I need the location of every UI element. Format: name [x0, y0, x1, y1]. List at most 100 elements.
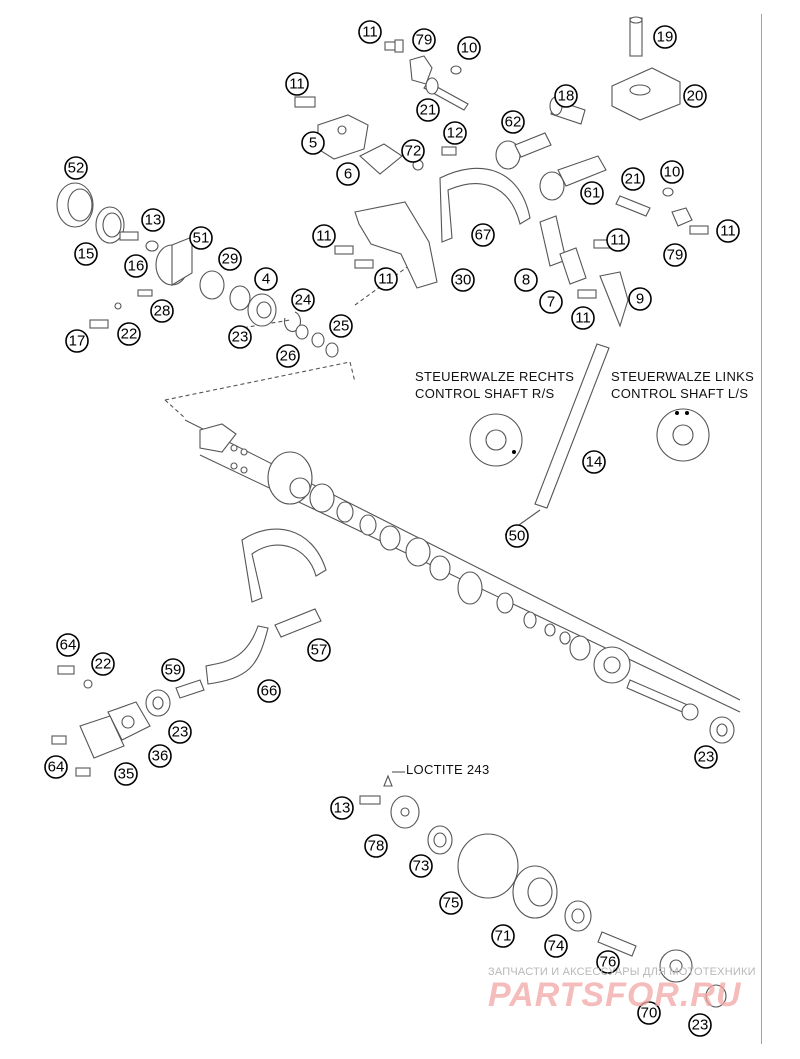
cam-61: [539, 155, 607, 201]
svg-text:12: 12: [447, 125, 464, 142]
svg-text:76: 76: [600, 954, 617, 971]
gear-78: [390, 795, 420, 829]
callout-5: 5: [301, 131, 325, 155]
shaft-axis: [184, 419, 741, 713]
pin-21-right: [615, 195, 651, 217]
pin-12: [441, 146, 457, 156]
svg-text:6: 6: [344, 166, 352, 183]
callout-11: 11: [374, 267, 398, 291]
callout-24: 24: [291, 288, 315, 312]
ring-4: [229, 285, 251, 311]
callout-76: 76: [596, 950, 620, 974]
svg-text:21: 21: [420, 102, 437, 119]
svg-text:50: 50: [509, 528, 526, 545]
callout-4: 4: [254, 267, 278, 291]
callout-29: 29: [218, 247, 242, 271]
cover-71: [512, 865, 558, 919]
svg-text:11: 11: [316, 228, 332, 245]
svg-text:8: 8: [522, 272, 530, 289]
svg-text:22: 22: [121, 326, 138, 343]
svg-text:11: 11: [289, 76, 305, 93]
callout-8: 8: [514, 268, 538, 292]
callout-25: 25: [329, 314, 353, 338]
callout-13: 13: [141, 208, 165, 232]
svg-text:22: 22: [95, 656, 112, 673]
bolt-11-right: [689, 225, 709, 235]
callout-26: 26: [276, 344, 300, 368]
guide-lower: [241, 528, 327, 603]
control-shaft-right-de: STEUERWALZE RECHTS: [415, 369, 575, 384]
svg-text:59: 59: [165, 662, 182, 679]
svg-text:18: 18: [558, 88, 575, 105]
svg-text:21: 21: [625, 171, 642, 188]
callout-50: 50: [505, 524, 529, 548]
callout-6: 6: [336, 162, 360, 186]
svg-text:23: 23: [172, 724, 189, 741]
svg-text:23: 23: [232, 329, 249, 346]
control-shaft-left-label: STEUERWALZE LINKS CONTROL SHAFT L/S: [611, 368, 754, 402]
svg-text:79: 79: [416, 32, 433, 49]
callout-12: 12: [443, 121, 467, 145]
svg-text:64: 64: [48, 759, 65, 776]
svg-text:11: 11: [720, 223, 736, 240]
shaft-assembly-50: [199, 423, 699, 721]
svg-text:13: 13: [334, 800, 351, 817]
callout-59: 59: [161, 658, 185, 682]
svg-text:66: 66: [261, 683, 278, 700]
callout-23: 23: [694, 745, 718, 769]
bearing-23-mid: [145, 689, 171, 717]
callout-14: 14: [582, 450, 606, 474]
washer-10-right: [662, 187, 674, 197]
callout-70: 70: [637, 1001, 661, 1025]
svg-text:29: 29: [222, 251, 239, 268]
plate-7: [559, 247, 587, 285]
bearing-73: [427, 825, 453, 855]
svg-text:23: 23: [692, 1017, 709, 1034]
ring-15: [95, 206, 125, 244]
svg-text:16: 16: [128, 258, 145, 275]
plate-5: [317, 114, 369, 160]
watermark-tagline: ЗАПЧАСТИ И АКСЕССУАРЫ ДЛЯ МОТОТЕХНИКИ: [488, 966, 756, 978]
svg-text:71: 71: [495, 928, 512, 945]
svg-text:23: 23: [698, 749, 715, 766]
callout-36: 36: [148, 744, 172, 768]
svg-text:30: 30: [455, 272, 472, 289]
bush-51: [155, 236, 193, 286]
svg-text:4: 4: [262, 271, 270, 288]
callout-9: 9: [628, 287, 652, 311]
callout-11: 11: [358, 20, 382, 44]
control-shaft-left-en: CONTROL SHAFT L/S: [611, 386, 749, 401]
svg-text:61: 61: [584, 185, 601, 202]
callout-61: 61: [580, 181, 604, 205]
loctite-label: LOCTITE 243: [406, 762, 490, 777]
svg-text:51: 51: [193, 230, 210, 247]
svg-text:36: 36: [152, 748, 169, 765]
bolt-17: [89, 319, 109, 329]
svg-text:13: 13: [145, 212, 162, 229]
callout-11: 11: [312, 224, 336, 248]
svg-text:67: 67: [475, 227, 492, 244]
svg-text:10: 10: [664, 164, 681, 181]
svg-text:70: 70: [641, 1005, 658, 1022]
callout-74: 74: [544, 934, 568, 958]
cover-35: [79, 715, 125, 759]
washer-22: [114, 302, 122, 310]
svg-text:9: 9: [636, 291, 644, 308]
svg-text:72: 72: [405, 143, 422, 160]
callout-21: 21: [416, 98, 440, 122]
guide-67: [439, 167, 531, 243]
plate-6: [359, 143, 403, 175]
callout-22: 22: [91, 652, 115, 676]
bracket-79: [409, 55, 433, 85]
svg-text:11: 11: [378, 271, 394, 288]
svg-text:17: 17: [69, 333, 86, 350]
callout-66: 66: [257, 679, 281, 703]
pin-57: [274, 608, 322, 638]
screw-18: [549, 96, 586, 125]
callout-62: 62: [501, 110, 525, 134]
callout-17: 17: [65, 329, 89, 353]
lever-30: [354, 201, 438, 289]
lever-9: [599, 271, 629, 328]
